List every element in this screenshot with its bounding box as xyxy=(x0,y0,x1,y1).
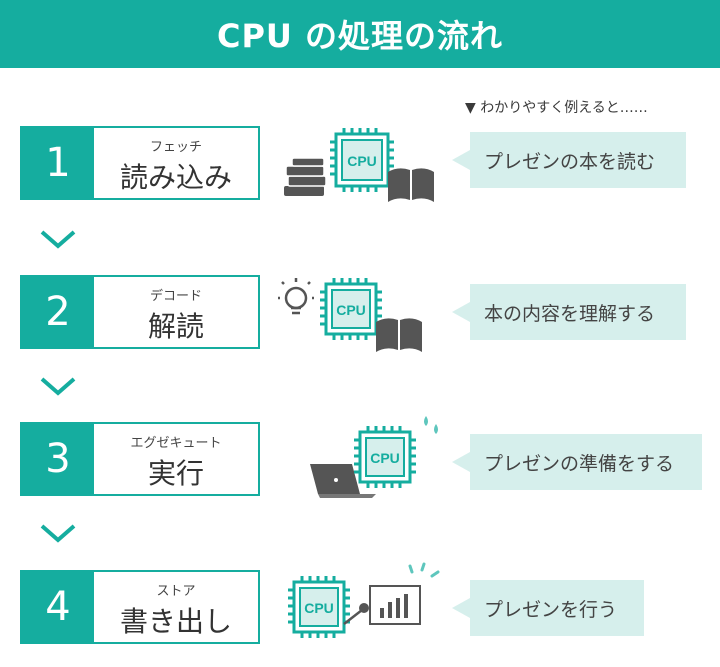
step-3-illustration: CPU xyxy=(310,416,438,498)
step-2-name: 解読 xyxy=(147,310,204,343)
analogy-hint: ▼ わかりやすく例えると…… xyxy=(465,100,648,116)
step-4-analogy: プレゼンを行う xyxy=(452,580,644,636)
step-4-name: 書き出し xyxy=(119,605,232,638)
step-3-analogy: プレゼンの準備をする xyxy=(452,434,702,490)
step-2-number: 2 xyxy=(22,277,94,347)
title-banner: CPU の処理の流れ xyxy=(0,0,720,68)
cpu-chip-icon: CPU xyxy=(330,128,394,192)
cpu-chip-label: CPU xyxy=(370,450,400,466)
page-title: CPU の処理の流れ xyxy=(216,17,504,55)
step-4-subtitle: ストア xyxy=(156,584,196,599)
presentation-board-icon xyxy=(369,585,421,625)
cpu-chip-icon: CPU xyxy=(354,426,416,488)
chevron-down-icon xyxy=(40,524,76,543)
light-bulb-icon xyxy=(278,278,314,315)
pointing-hand-icon xyxy=(343,603,369,625)
step-1-subtitle: フェッチ xyxy=(149,140,202,155)
emphasis-lines-icon xyxy=(408,562,440,578)
cpu-chip-icon: CPU xyxy=(288,576,350,638)
step-4-illustration: CPU xyxy=(288,562,440,638)
step-2-subtitle: デコード xyxy=(149,289,202,304)
step-3-box: 3 エグゼキュート 実行 xyxy=(20,422,260,496)
step-1-name: 読み込み xyxy=(119,161,232,194)
laptop-icon xyxy=(310,464,376,498)
step-3-number: 3 xyxy=(22,424,94,494)
chevron-down-icon xyxy=(40,377,76,396)
step-2-illustration: CPU xyxy=(278,278,422,352)
book-stack-icon xyxy=(284,157,327,196)
step-2-box: 2 デコード 解読 xyxy=(20,275,260,349)
cpu-chip-label: CPU xyxy=(336,302,366,318)
step-1-box: 1 フェッチ 読み込み xyxy=(20,126,260,200)
open-book-icon xyxy=(376,318,422,352)
sweat-drops-icon xyxy=(424,416,438,434)
step-3-subtitle: エグゼキュート xyxy=(130,436,222,451)
step-4-number: 4 xyxy=(22,572,94,642)
cpu-chip-icon: CPU xyxy=(320,278,382,340)
cpu-chip-label: CPU xyxy=(347,153,377,169)
step-1-illustration: CPU xyxy=(284,128,434,202)
cpu-chip-label: CPU xyxy=(304,600,334,616)
step-1-analogy: プレゼンの本を読む xyxy=(452,132,686,188)
step-2-analogy: 本の内容を理解する xyxy=(452,284,686,340)
chevron-down-icon xyxy=(40,230,76,249)
step-4-box: 4 ストア 書き出し xyxy=(20,570,260,644)
step-1-number: 1 xyxy=(22,128,94,198)
step-3-name: 実行 xyxy=(147,457,204,490)
open-book-icon xyxy=(388,168,434,202)
